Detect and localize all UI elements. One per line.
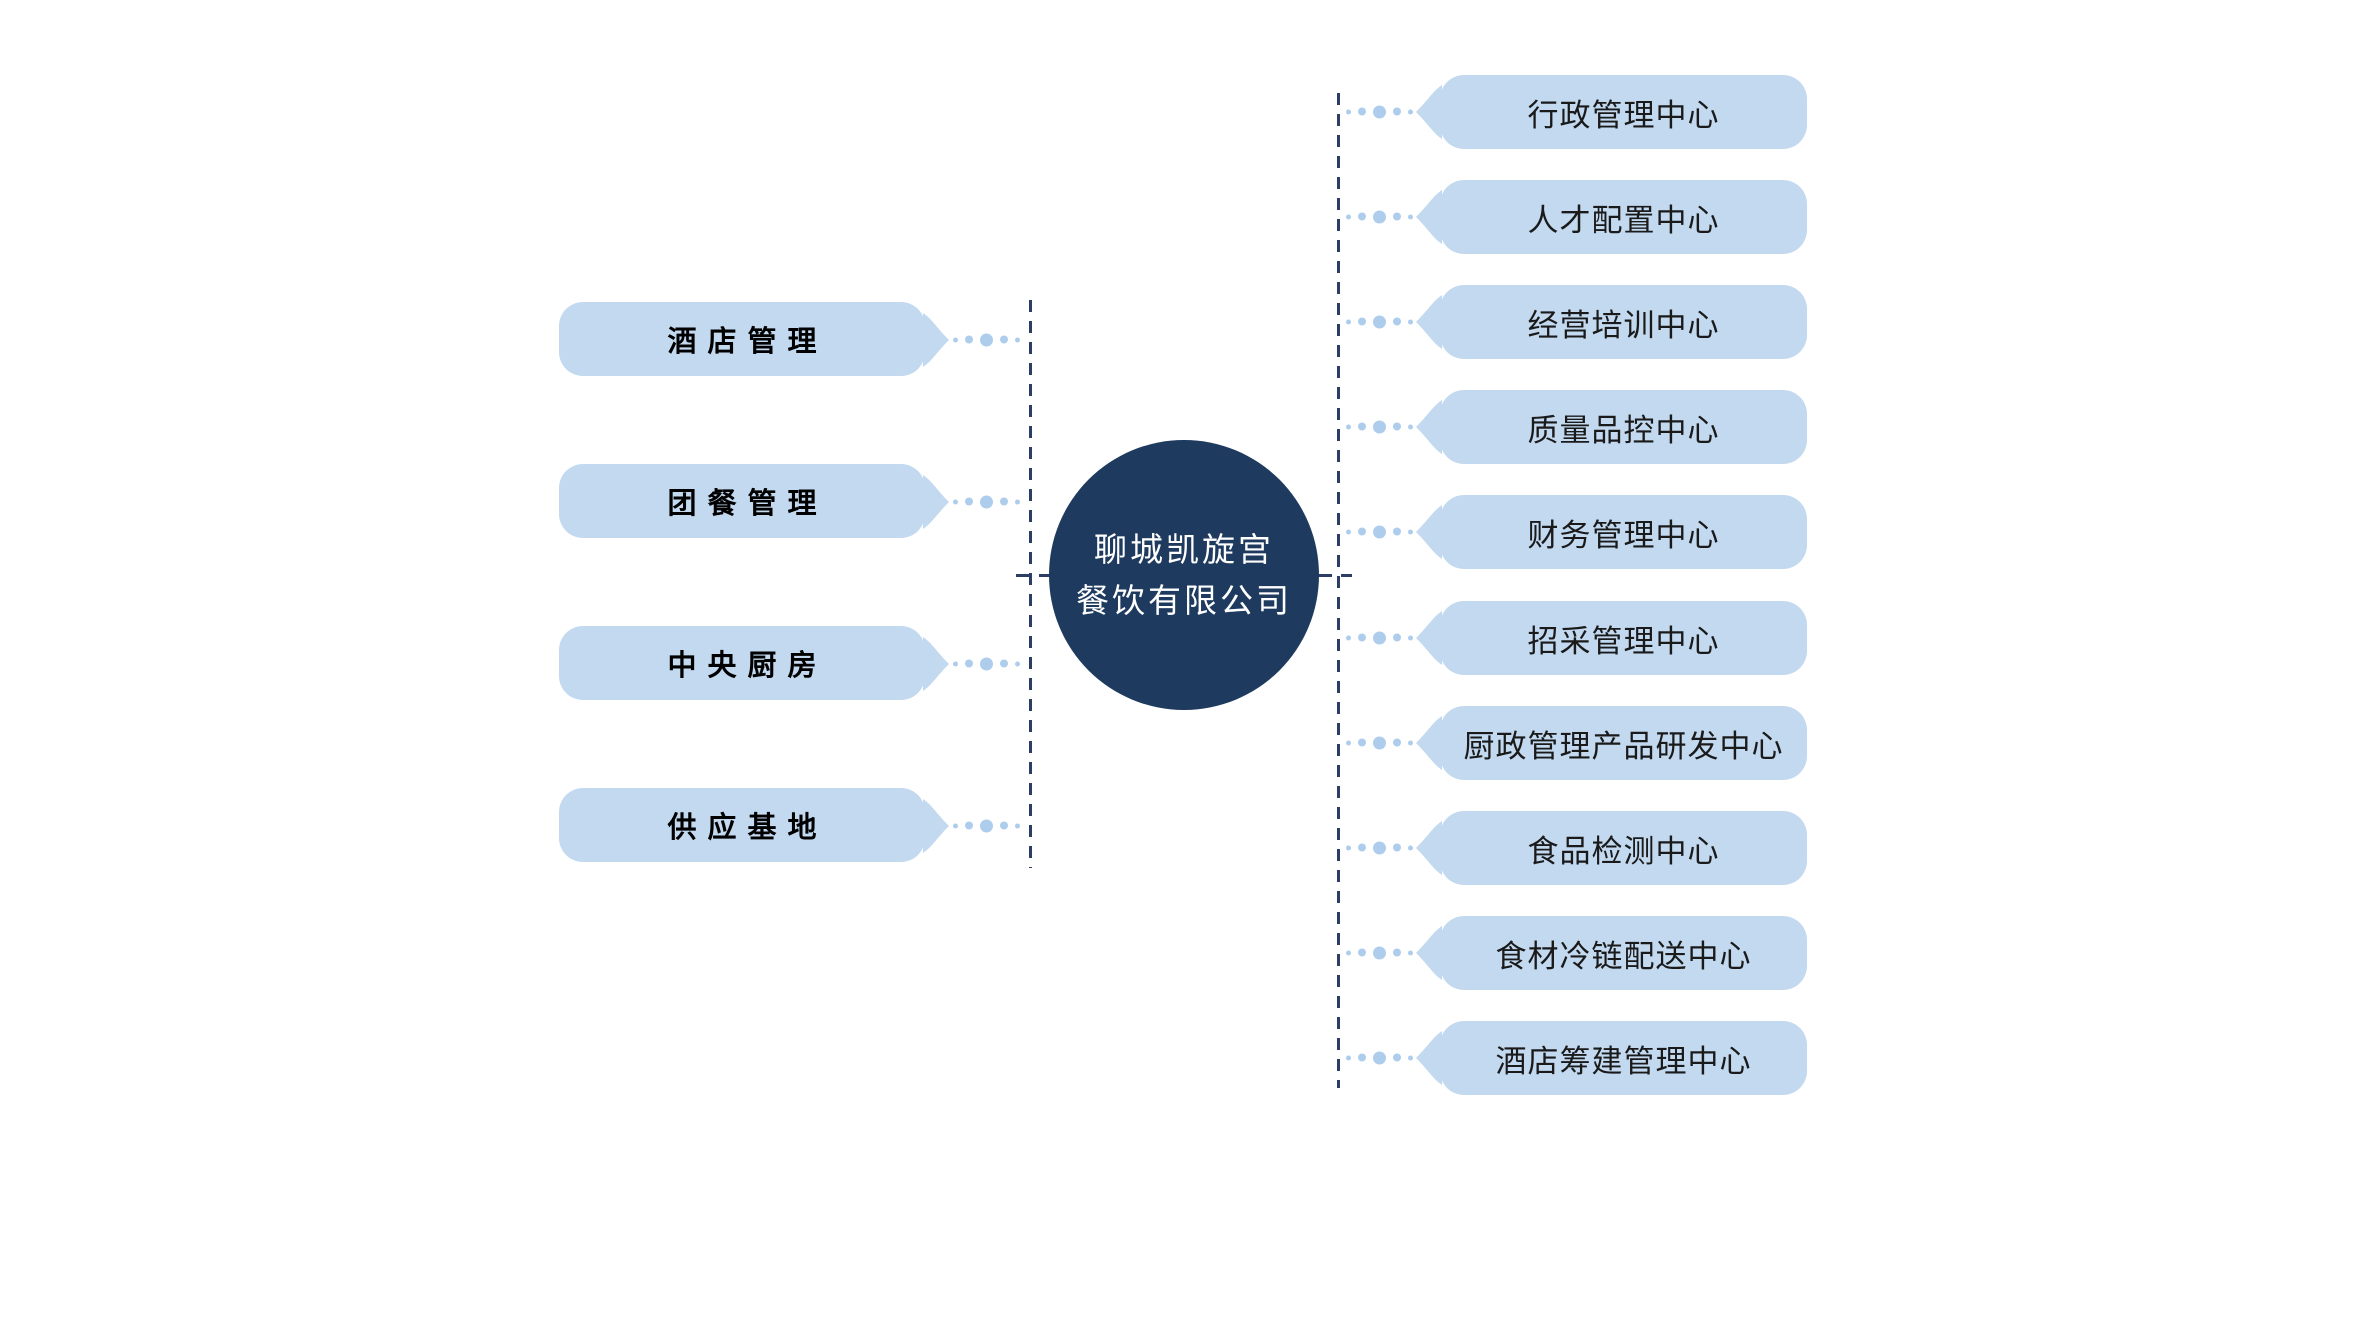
callout-tail-icon [1416, 924, 1442, 982]
branch-pill: 招采管理中心 [1440, 601, 1807, 675]
branch-pill: 食品检测中心 [1440, 811, 1807, 885]
callout-tail-icon [1416, 819, 1442, 877]
branch-node-right: 招采管理中心 [1344, 600, 1808, 675]
connector-dots [1346, 315, 1413, 328]
branch-label: 食材冷链配送中心 [1495, 938, 1752, 974]
branch-node-left: 团餐管理 [559, 464, 1027, 539]
branch-node-right: 食品检测中心 [1344, 810, 1808, 885]
branch-node-left: 酒店管理 [559, 302, 1027, 377]
branch-pill: 酒店管理 [559, 302, 925, 376]
branch-node-left: 供应基地 [559, 788, 1027, 863]
company-root-node: 聊城凯旋宫 餐饮有限公司 [1049, 440, 1319, 710]
connector-dots [953, 657, 1020, 670]
callout-tail-icon [1416, 83, 1442, 141]
connector-dots [953, 495, 1020, 508]
branch-pill: 供应基地 [559, 788, 925, 862]
branch-label: 酒店筹建管理中心 [1495, 1043, 1752, 1079]
branch-node-right: 财务管理中心 [1344, 494, 1808, 569]
branch-pill: 经营培训中心 [1440, 285, 1807, 359]
center-left-connector [1016, 574, 1050, 577]
left-branch-rail [1029, 300, 1032, 868]
connector-dots [1346, 525, 1413, 538]
branch-label: 厨政管理产品研发中心 [1463, 728, 1784, 764]
company-name-line2: 餐饮有限公司 [1076, 582, 1292, 619]
connector-dots [1346, 841, 1413, 854]
branch-label: 食品检测中心 [1527, 833, 1720, 869]
branch-label: 中央厨房 [667, 650, 828, 682]
callout-tail-icon [1416, 503, 1442, 561]
branch-pill: 中央厨房 [559, 626, 925, 700]
connector-dots [1346, 420, 1413, 433]
branch-pill: 财务管理中心 [1440, 495, 1807, 569]
callout-tail-icon [923, 635, 949, 693]
branch-node-right: 行政管理中心 [1344, 74, 1808, 149]
callout-tail-icon [923, 797, 949, 855]
branch-label: 行政管理中心 [1527, 97, 1720, 133]
branch-label: 经营培训中心 [1527, 307, 1720, 343]
callout-tail-icon [1416, 293, 1442, 351]
branch-pill: 厨政管理产品研发中心 [1440, 706, 1807, 780]
callout-tail-icon [1416, 1029, 1442, 1087]
branch-pill: 质量品控中心 [1440, 390, 1807, 464]
branch-label: 人才配置中心 [1527, 202, 1720, 238]
branch-label: 供应基地 [667, 812, 828, 844]
callout-tail-icon [1416, 609, 1442, 667]
branch-pill: 人才配置中心 [1440, 180, 1807, 254]
branch-node-right: 经营培训中心 [1344, 284, 1808, 359]
connector-dots [953, 333, 1020, 346]
connector-dots [1346, 946, 1413, 959]
branch-label: 财务管理中心 [1527, 517, 1720, 553]
branch-node-right: 质量品控中心 [1344, 389, 1808, 464]
branch-node-right: 厨政管理产品研发中心 [1344, 705, 1808, 780]
branch-node-right: 酒店筹建管理中心 [1344, 1020, 1808, 1095]
branch-pill: 团餐管理 [559, 464, 925, 538]
callout-tail-icon [923, 473, 949, 531]
center-right-connector [1318, 574, 1352, 577]
callout-tail-icon [1416, 714, 1442, 772]
connector-dots [1346, 631, 1413, 644]
right-branch-rail [1337, 93, 1340, 1088]
callout-tail-icon [1416, 188, 1442, 246]
connector-dots [1346, 736, 1413, 749]
branch-label: 团餐管理 [667, 488, 828, 520]
connector-dots [1346, 210, 1413, 223]
company-name-line1: 聊城凯旋宫 [1094, 530, 1274, 568]
connector-dots [953, 819, 1020, 832]
branch-pill: 食材冷链配送中心 [1440, 916, 1807, 990]
branch-label: 招采管理中心 [1527, 623, 1720, 659]
callout-tail-icon [1416, 398, 1442, 456]
branch-pill: 行政管理中心 [1440, 75, 1807, 149]
connector-dots [1346, 105, 1413, 118]
branch-node-right: 人才配置中心 [1344, 179, 1808, 254]
branch-node-right: 食材冷链配送中心 [1344, 915, 1808, 990]
callout-tail-icon [923, 311, 949, 369]
branch-label: 质量品控中心 [1527, 412, 1720, 448]
branch-label: 酒店管理 [667, 326, 828, 358]
branch-pill: 酒店筹建管理中心 [1440, 1021, 1807, 1095]
connector-dots [1346, 1051, 1413, 1064]
branch-node-left: 中央厨房 [559, 626, 1027, 701]
